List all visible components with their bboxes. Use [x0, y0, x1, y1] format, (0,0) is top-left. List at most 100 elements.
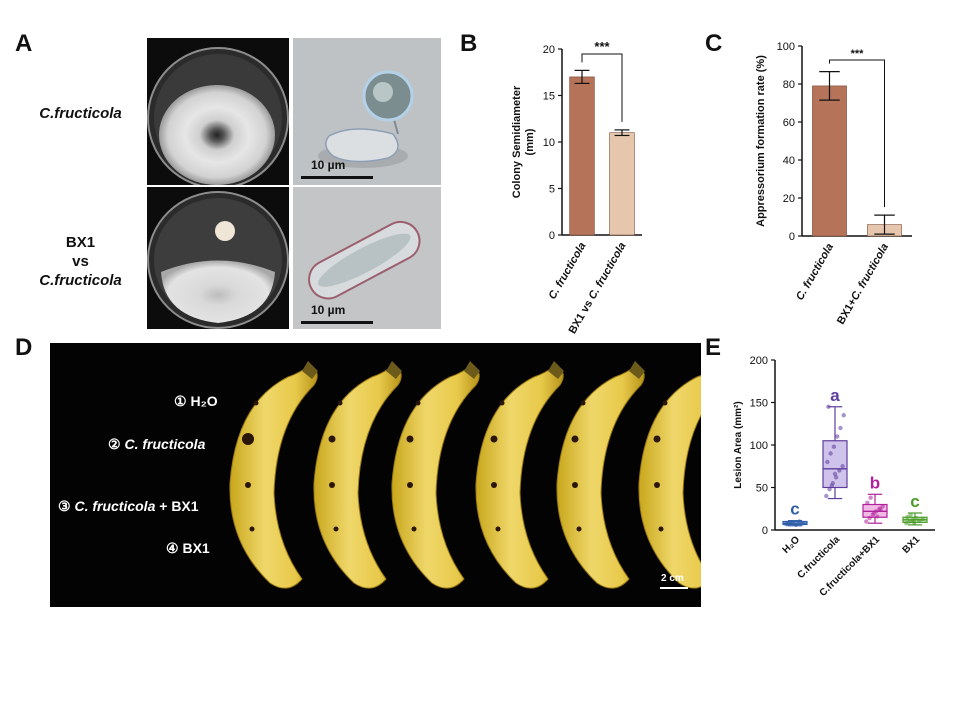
significance-bracket	[829, 59, 885, 208]
data-point	[837, 468, 842, 473]
data-point	[829, 483, 834, 488]
bar	[609, 132, 635, 236]
y-axis-label: Appressorium formation rate (%)	[755, 55, 767, 227]
lesion-spot	[406, 435, 414, 443]
data-point	[797, 519, 802, 524]
banana-stem	[629, 361, 645, 379]
y-tick-label: 50	[756, 483, 768, 495]
lesion-spot	[415, 400, 421, 406]
y-tick-label: 40	[783, 155, 795, 167]
y-tick-label: 20	[783, 193, 795, 205]
treatment-name-3: C. fructicola	[74, 498, 156, 514]
y-tick-label: 15	[543, 91, 555, 103]
y-tick-label: 0	[762, 525, 768, 537]
panel-label-a: A	[15, 30, 33, 57]
data-point	[840, 464, 845, 469]
y-tick-label: 150	[750, 398, 768, 410]
lesion-spot	[662, 400, 668, 406]
lesion-spot	[653, 435, 661, 443]
treatment-name-2: C. fructicola	[124, 436, 206, 452]
banana-stem	[302, 361, 318, 379]
lesion-spot	[329, 482, 335, 488]
treatment-name-1: H₂O	[190, 393, 218, 409]
lesion-spot	[411, 526, 417, 532]
lesion-spot	[499, 400, 505, 406]
lesion-spot	[245, 482, 251, 488]
data-point	[871, 510, 877, 516]
y-tick-label: 20	[543, 44, 555, 56]
data-point	[911, 520, 917, 525]
data-point	[917, 518, 922, 523]
data-point	[826, 404, 831, 409]
treatment-label-2: ② C. fructicola	[108, 436, 205, 453]
banana-drawing	[229, 361, 701, 589]
group-letter: b	[870, 473, 880, 492]
treatment-label-3: ③ C. fructicola + BX1	[58, 498, 199, 515]
data-point	[831, 444, 837, 449]
lesion-spot	[654, 482, 660, 488]
data-point	[904, 521, 909, 526]
bar	[812, 85, 847, 237]
data-point	[834, 434, 840, 439]
data-point	[874, 514, 880, 519]
banana-6	[638, 374, 701, 589]
significance-label: ***	[851, 48, 865, 60]
microscope-drawing-2	[301, 220, 421, 324]
data-point	[785, 521, 790, 527]
data-point	[841, 413, 846, 418]
microscope-image-2: 10 µm	[293, 187, 441, 329]
banana-body	[391, 364, 480, 589]
banana-2	[313, 361, 402, 589]
treatment-num-3: ③	[58, 498, 71, 514]
lesion-spot	[249, 526, 255, 532]
treatment-num-1: ①	[174, 393, 187, 409]
lesion-spot	[495, 526, 501, 532]
lesion-spot	[576, 526, 582, 532]
x-tick-label: H₂O	[781, 534, 803, 556]
row-label-vs: vs	[72, 253, 89, 270]
treatment-label-4: ④ BX1	[166, 540, 210, 557]
data-point	[838, 425, 843, 431]
data-point	[827, 487, 832, 492]
data-point	[824, 493, 829, 499]
data-point	[788, 520, 793, 525]
petri-dish-image-1	[147, 38, 289, 185]
treatment-name-4: BX1	[182, 540, 210, 556]
lesion-spot	[333, 526, 339, 532]
lesion-spot	[407, 482, 413, 488]
treatment-num-4: ④	[166, 540, 179, 556]
banana-body	[229, 364, 318, 589]
lesion-spot	[580, 400, 586, 406]
y-tick-label: 60	[783, 117, 795, 129]
y-axis-label: Colony Semidiameter(mm)	[511, 85, 536, 198]
data-point	[865, 500, 870, 505]
bar	[569, 76, 595, 236]
treatment-num-2: ②	[108, 436, 121, 452]
panel-label-e: E	[705, 334, 722, 361]
data-point	[832, 471, 838, 477]
banana-stem	[548, 361, 564, 379]
lesion-spot	[571, 435, 579, 443]
group-letter: c	[910, 492, 919, 511]
scale-bar-label-2cm: 2 cm	[661, 573, 684, 584]
data-point	[878, 507, 883, 512]
y-tick-label: 5	[549, 184, 555, 196]
scale-bar-label-2: 10 µm	[311, 303, 346, 317]
y-tick-label: 100	[750, 440, 768, 452]
banana-photo: ① H₂O ② C. fructicola ③ C. fructicola + …	[50, 343, 701, 607]
data-point	[868, 495, 873, 500]
data-point	[908, 512, 913, 517]
lesion-spot	[328, 435, 336, 443]
panel-label-d: D	[15, 334, 33, 361]
banana-stem	[386, 361, 402, 379]
lesion-spot	[491, 482, 497, 488]
data-point	[913, 515, 919, 521]
panel-label-c: C	[705, 30, 723, 57]
significance-label: ***	[594, 39, 610, 54]
lesion-spot	[242, 433, 254, 445]
data-point	[864, 519, 869, 524]
banana-body	[638, 374, 701, 589]
data-point	[793, 522, 799, 528]
